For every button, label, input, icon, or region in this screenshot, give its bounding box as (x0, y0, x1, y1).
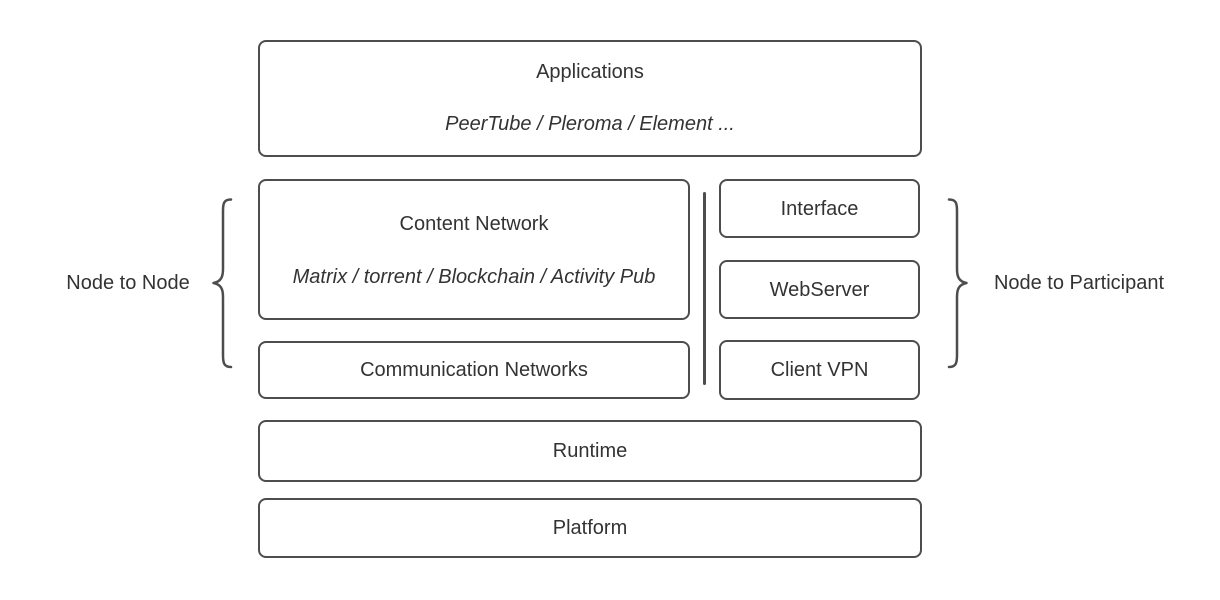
client-vpn-box: Client VPN (719, 340, 920, 400)
column-divider-line (703, 192, 706, 385)
interface-title: Interface (780, 197, 859, 220)
runtime-title: Runtime (552, 440, 628, 462)
communication-networks-title: Communication Networks (360, 359, 588, 381)
platform-title: Platform (552, 517, 628, 539)
webserver-box: WebServer (719, 260, 920, 319)
content-network-title: Content Network (399, 213, 549, 235)
webserver-title: WebServer (769, 278, 870, 301)
content-network-box: Content Network Matrix / torrent / Block… (258, 179, 690, 320)
node-to-node-label: Node to Node (66, 272, 190, 294)
left-curly-brace-icon (211, 198, 233, 369)
communication-networks-box: Communication Networks (258, 341, 690, 399)
interface-box: Interface (719, 179, 920, 238)
applications-subtitle: PeerTube / Pleroma / Element ... (445, 113, 735, 135)
applications-title: Applications (536, 61, 644, 83)
content-network-subtitle: Matrix / torrent / Blockchain / Activity… (292, 266, 656, 288)
applications-box: Applications PeerTube / Pleroma / Elemen… (258, 40, 922, 157)
node-to-participant-label: Node to Participant (993, 272, 1165, 294)
client-vpn-title: Client VPN (770, 359, 869, 381)
platform-box: Platform (258, 498, 922, 558)
runtime-box: Runtime (258, 420, 922, 482)
right-curly-brace-icon (947, 198, 969, 369)
